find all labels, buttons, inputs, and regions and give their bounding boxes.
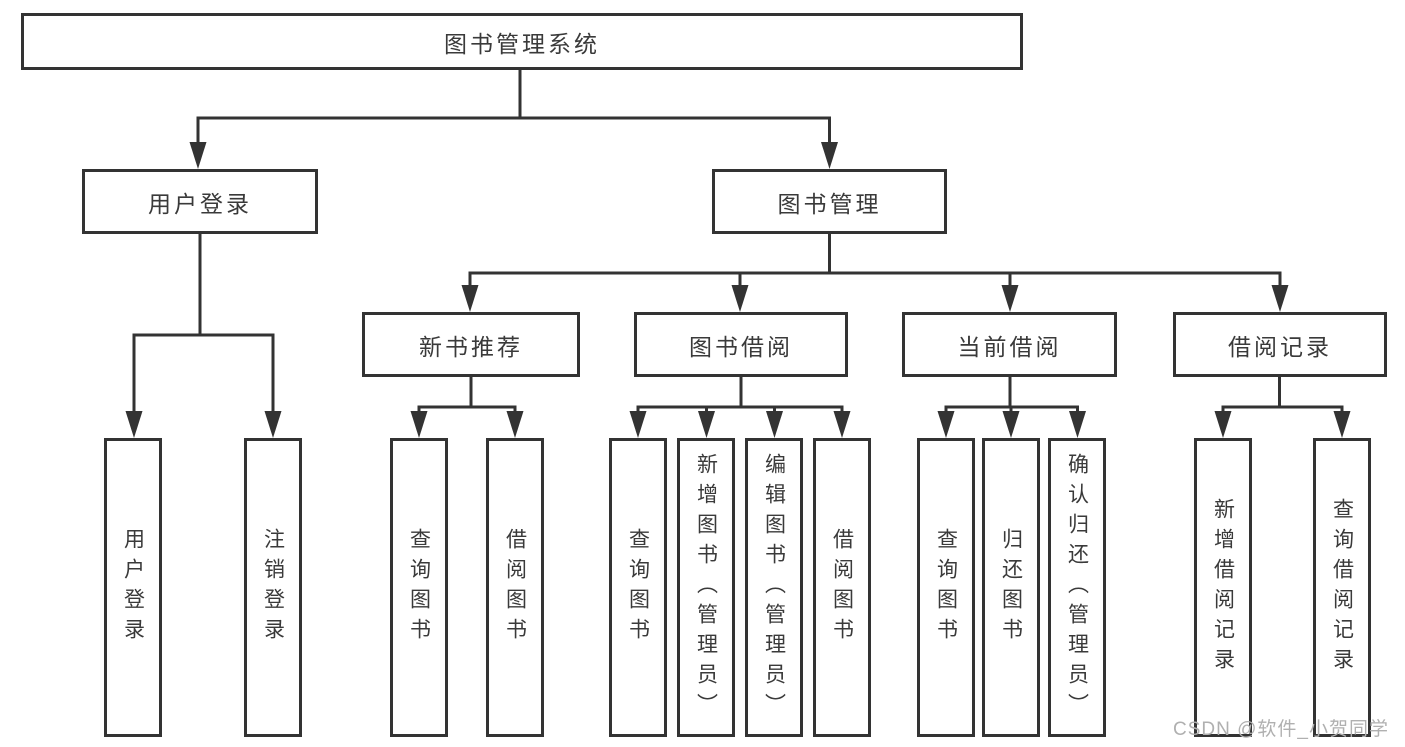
leaf-confirm-return-admin: 确认归还（管理员） [1048, 438, 1106, 737]
node-new-book-recommendation: 新书推荐 [362, 312, 580, 377]
watermark: CSDN @软件_小贺同学 [1173, 719, 1389, 740]
leaf-query-books-current: 查询图书 [917, 438, 975, 737]
node-root-label: 图书管理系统 [444, 30, 600, 57]
leaf-add-borrow-record: 新增借阅记录 [1194, 438, 1252, 737]
node-book-management: 图书管理 [712, 169, 947, 234]
node-borrowing-records-label: 借阅记录 [1228, 333, 1332, 360]
leaf-query-books-borrowing: 查询图书 [609, 438, 667, 737]
leaf-return-books: 归还图书 [982, 438, 1040, 737]
leaf-borrow-books-label: 借阅图书 [830, 527, 854, 648]
node-current-borrowing-label: 当前借阅 [957, 333, 1062, 360]
leaf-query-borrow-record: 查询借阅记录 [1313, 438, 1371, 737]
leaf-add-books-admin-label: 新增图书（管理员） [694, 452, 718, 723]
leaf-borrow-books-recommend: 借阅图书 [486, 438, 544, 737]
leaf-borrow-books-recommend-label: 借阅图书 [503, 527, 527, 648]
node-book-borrowing-label: 图书借阅 [689, 333, 793, 360]
leaf-query-books-current-label: 查询图书 [934, 527, 958, 648]
node-current-borrowing: 当前借阅 [902, 312, 1117, 377]
node-new-book-recommendation-label: 新书推荐 [419, 333, 523, 360]
leaf-user-login: 用户登录 [104, 438, 162, 737]
leaf-return-books-label: 归还图书 [999, 527, 1023, 648]
leaf-query-books-recommend: 查询图书 [390, 438, 448, 737]
node-user-login: 用户登录 [82, 169, 318, 234]
leaf-query-books-recommend-label: 查询图书 [407, 527, 431, 648]
leaf-edit-books-admin-label: 编辑图书（管理员） [762, 452, 786, 723]
leaf-edit-books-admin: 编辑图书（管理员） [745, 438, 803, 737]
leaf-confirm-return-admin-label: 确认归还（管理员） [1065, 452, 1089, 723]
leaf-add-borrow-record-label: 新增借阅记录 [1211, 497, 1235, 678]
node-book-management-label: 图书管理 [777, 190, 882, 217]
node-root: 图书管理系统 [21, 13, 1023, 70]
leaf-logout: 注销登录 [244, 438, 302, 737]
node-user-login-label: 用户登录 [148, 190, 252, 217]
leaf-query-borrow-record-label: 查询借阅记录 [1330, 497, 1354, 678]
leaf-query-books-borrowing-label: 查询图书 [626, 527, 650, 648]
leaf-add-books-admin: 新增图书（管理员） [677, 438, 735, 737]
leaf-logout-label: 注销登录 [261, 527, 285, 648]
leaf-user-login-label: 用户登录 [121, 527, 145, 648]
leaf-borrow-books: 借阅图书 [813, 438, 871, 737]
node-borrowing-records: 借阅记录 [1173, 312, 1387, 377]
node-book-borrowing: 图书借阅 [634, 312, 848, 377]
